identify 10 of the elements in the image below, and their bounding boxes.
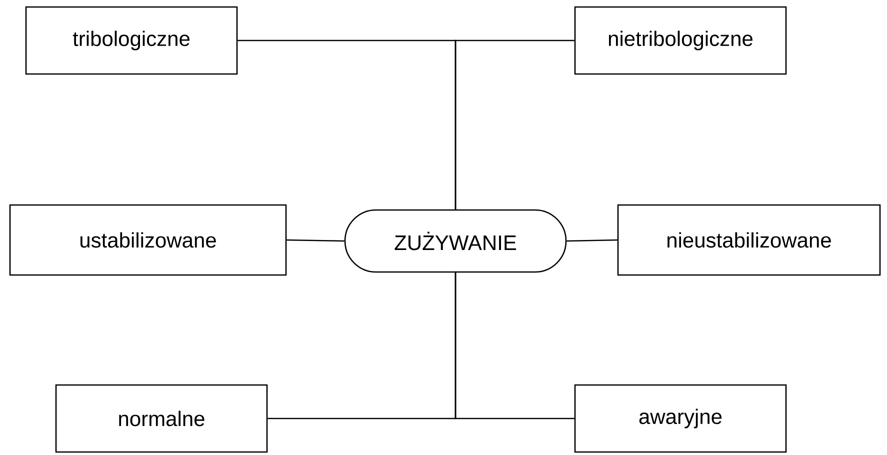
connector-line [454, 40, 574, 210]
category-box: ustabilizowane [9, 204, 287, 276]
category-box: nieustabilizowane [617, 204, 881, 276]
connector-line [566, 239, 618, 242]
category-box: normalne [55, 384, 268, 453]
category-box: nietribologiczne [574, 6, 787, 75]
connector-line [286, 239, 344, 242]
category-box: tribologiczne [25, 6, 238, 75]
connector-line [454, 272, 574, 420]
category-box: awaryjne [574, 384, 787, 453]
